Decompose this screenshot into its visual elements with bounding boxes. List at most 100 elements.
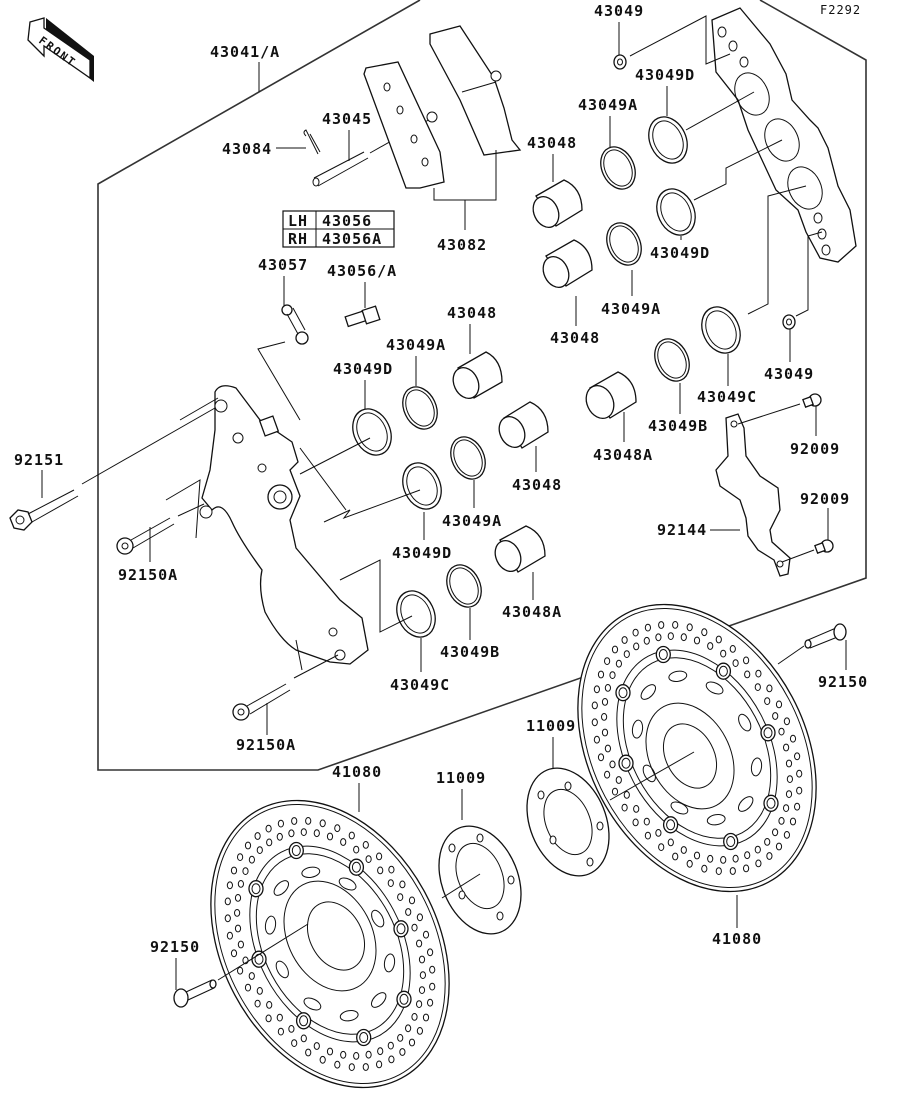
pin-clip-part xyxy=(303,129,321,155)
caliper-body-right-part xyxy=(711,7,857,263)
carrier-window xyxy=(339,1010,359,1022)
drilled-hole xyxy=(288,1025,295,1033)
callout-caliper-bolt-long: 92151 xyxy=(14,451,64,469)
seal-b-left-part xyxy=(446,564,482,608)
drilled-hole xyxy=(655,829,662,837)
drilled-hole xyxy=(300,828,307,836)
callout-pad-set: 43082 xyxy=(437,236,487,254)
drilled-hole xyxy=(326,832,334,841)
carrier-window xyxy=(706,814,726,826)
float-button-hole xyxy=(726,836,736,847)
callout-pin-clip: 43084 xyxy=(222,140,272,158)
variant-part-rh: 43056A xyxy=(322,230,382,248)
float-button-hole xyxy=(396,923,406,935)
callout-seal-a-left-mid: 43049A xyxy=(442,512,502,530)
drilled-hole xyxy=(655,633,662,642)
drilled-hole xyxy=(313,829,320,838)
drilled-hole xyxy=(729,645,736,653)
callout-seal-b-left: 43049B xyxy=(440,643,500,661)
callout-piston-top: 43048 xyxy=(527,134,577,152)
carrier-window xyxy=(275,960,289,979)
drilled-hole xyxy=(667,838,674,847)
drilled-hole xyxy=(597,753,605,762)
callout-disc-bolt-left: 92150 xyxy=(150,938,200,956)
carrier-window xyxy=(383,953,396,973)
seal-d-mid-right-part xyxy=(656,188,696,236)
drilled-hole xyxy=(794,802,801,811)
callout-washer-top: 43049 xyxy=(594,2,644,20)
drilled-hole xyxy=(313,1042,320,1050)
drilled-hole xyxy=(615,776,622,784)
drilled-hole xyxy=(796,769,803,778)
seal-d-left-mid-part xyxy=(402,462,442,510)
drilled-hole xyxy=(254,832,261,840)
drilled-hole xyxy=(234,909,241,917)
drilled-hole xyxy=(783,743,790,752)
float-button-hole xyxy=(658,649,668,660)
carrier-window xyxy=(264,915,277,935)
drilled-hole xyxy=(591,701,598,710)
drilled-hole xyxy=(732,659,739,667)
drilled-hole xyxy=(334,1060,341,1069)
drilled-hole xyxy=(707,642,714,650)
callout-caliper-assy: 43041/A xyxy=(210,43,280,61)
drilled-hole xyxy=(224,897,231,906)
seal-d-left-upper-part xyxy=(352,408,392,456)
drilled-hole xyxy=(399,1048,406,1056)
brake-pad-left-part xyxy=(363,61,445,189)
drilled-hole xyxy=(422,1013,430,1022)
float-button-hole xyxy=(359,1032,369,1043)
bleeder-valve-part xyxy=(344,305,381,328)
drilled-hole xyxy=(376,852,383,861)
bolt-right-lower-part xyxy=(814,539,834,554)
drilled-hole xyxy=(244,983,252,992)
drilled-hole xyxy=(242,867,249,875)
drilled-hole xyxy=(715,867,722,875)
drilled-hole xyxy=(785,759,793,768)
variant-side-rh: RH xyxy=(288,230,308,248)
drilled-hole xyxy=(353,1052,360,1060)
brake-pad-right-part xyxy=(429,25,522,156)
drilled-hole xyxy=(621,636,628,644)
drilled-hole xyxy=(277,819,284,828)
drilled-hole xyxy=(672,621,679,629)
drilled-hole xyxy=(623,791,630,799)
drilled-hole xyxy=(680,633,687,642)
drilled-hole xyxy=(754,845,761,854)
drilled-hole xyxy=(377,866,384,875)
drilled-hole xyxy=(715,635,722,644)
drilled-hole xyxy=(376,1060,383,1069)
drilled-hole xyxy=(365,855,372,863)
drilled-hole xyxy=(789,734,797,743)
drilled-hole xyxy=(416,1000,423,1008)
piston-mid-right-part xyxy=(542,239,593,289)
callout-caliper-bolt-a-lower: 92150A xyxy=(236,736,296,754)
drilled-hole xyxy=(601,728,609,737)
drilled-hole xyxy=(623,650,630,658)
float-button-hole xyxy=(299,1015,309,1027)
drilled-hole xyxy=(340,838,347,846)
drilled-hole xyxy=(680,846,687,854)
drilled-hole xyxy=(764,697,771,705)
drilled-hole xyxy=(427,948,434,957)
drilled-hole xyxy=(416,939,423,948)
drilled-hole xyxy=(305,817,312,825)
piston-a-left-part xyxy=(494,525,546,573)
drilled-hole xyxy=(778,817,785,825)
drilled-hole xyxy=(300,1034,307,1043)
drilled-hole xyxy=(783,804,790,812)
callout-seal-c-right: 43049C xyxy=(697,388,757,406)
drilled-hole xyxy=(237,853,244,861)
drilled-hole xyxy=(601,713,608,721)
drilled-hole xyxy=(422,930,430,939)
drilled-hole xyxy=(418,955,426,964)
washer-right-part xyxy=(782,314,796,330)
drilled-hole xyxy=(334,824,341,833)
variant-side-lh: LH xyxy=(288,212,308,230)
drilled-hole xyxy=(348,831,355,840)
drilled-hole xyxy=(643,817,650,826)
drilled-hole xyxy=(672,852,679,861)
callout-bleeder-valve: 43056/A xyxy=(327,262,397,280)
drilled-hole xyxy=(340,1050,347,1059)
